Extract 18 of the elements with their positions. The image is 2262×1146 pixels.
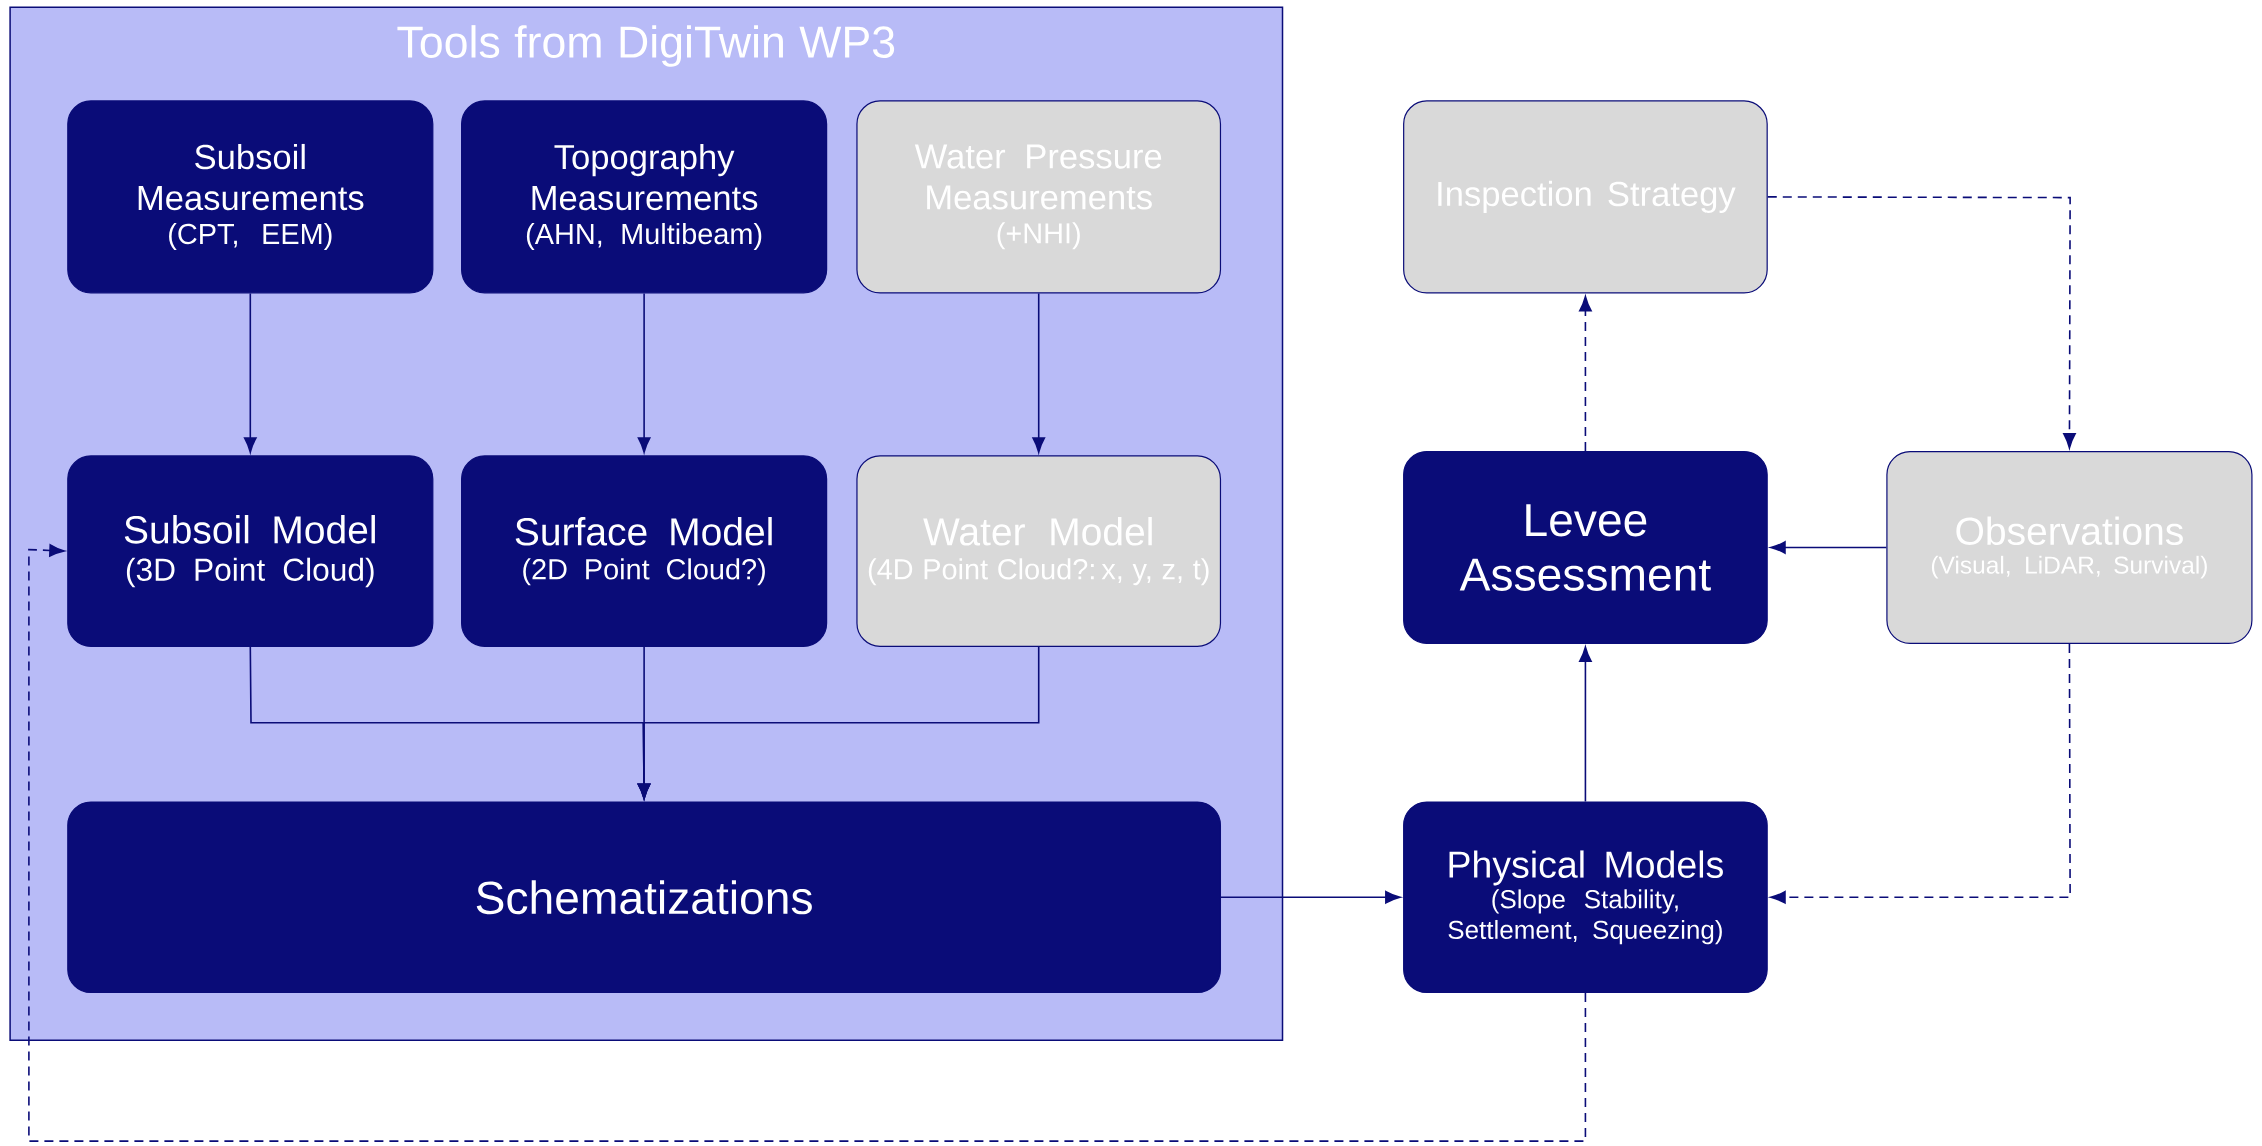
process-box: Levee Assessment [1403, 450, 1768, 645]
process-box: Subsoil Model (3D Point Cloud) [67, 455, 434, 647]
process-box: Schematizations [67, 801, 1221, 994]
process-box: Physical Models (Slope Stability, Settlement, Squeezing) [1403, 801, 1768, 994]
arrow [637, 292, 651, 453]
process-box: Topography Measurements (AHN, Multibeam) [461, 100, 828, 294]
arrow [1579, 646, 1592, 803]
arrow [1032, 292, 1046, 453]
arrow [1220, 890, 1401, 904]
arrow [28, 544, 1587, 1142]
arrow [243, 292, 257, 453]
arrow [637, 646, 1040, 800]
arrow [1770, 541, 1888, 554]
arrow [1766, 196, 2076, 449]
process-box: Surface Model (2D Point Cloud?) [461, 455, 828, 647]
arrow [1579, 295, 1592, 452]
process-box: Subsoil Measurements (CPT, EEM) [67, 100, 434, 294]
arrow [1770, 643, 2071, 904]
